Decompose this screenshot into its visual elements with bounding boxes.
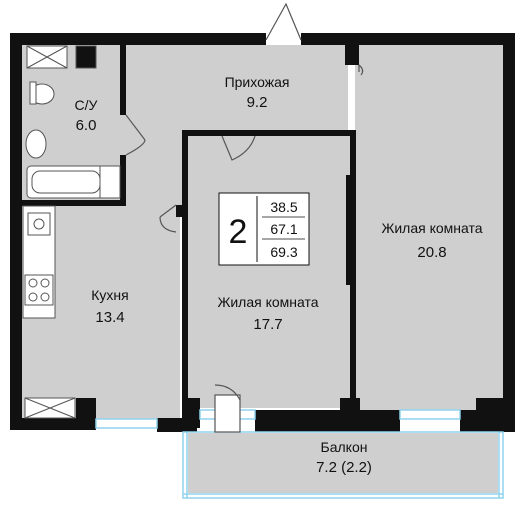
bathroom-door-swing xyxy=(125,114,146,156)
kitchen-door-swing xyxy=(159,204,177,233)
sink-icon xyxy=(25,129,47,159)
kitchen-area: 13.4 xyxy=(95,309,124,326)
room-count: 2 xyxy=(229,213,248,251)
floor-balcony-inner xyxy=(188,433,498,493)
doors xyxy=(125,2,364,433)
balcony-name: Балкон xyxy=(321,439,368,455)
bathroom-fixtures xyxy=(25,45,121,199)
hallway-name: Прихожая xyxy=(225,74,290,90)
floor-living-room-1 xyxy=(182,133,352,408)
living-room-1-name: Жилая комната xyxy=(217,294,318,310)
living-room-2-area: 20.8 xyxy=(417,244,446,261)
balcony-door-swing xyxy=(214,384,241,401)
window-living-2 xyxy=(399,409,461,420)
balcony-area: 7.2 (2.2) xyxy=(316,459,372,476)
kitchen-name: Кухня xyxy=(91,287,128,303)
living-room-2-name: Жилая комната xyxy=(381,220,482,236)
bathroom-area: 6.0 xyxy=(76,117,97,134)
entry-door-swing xyxy=(265,2,302,41)
living-room-1-area: 17.7 xyxy=(253,316,282,333)
floor-living-room-2 xyxy=(355,45,503,410)
kitchen-fixtures xyxy=(22,205,76,419)
hallway-area: 9.2 xyxy=(247,94,268,111)
area-summary-badge: 2 38.5 67.1 69.3 xyxy=(218,192,310,266)
walls xyxy=(10,33,515,432)
window-kitchen xyxy=(95,418,158,429)
living1-door-swing xyxy=(221,135,256,161)
room-labels: С/У 6.0 Прихожая 9.2 Кухня 13.4 Жилая ко… xyxy=(75,74,483,476)
total-area-with-balcony: 69.3 xyxy=(270,244,297,260)
stove-icon xyxy=(24,274,54,306)
living2-door-swing xyxy=(358,64,364,76)
living-area: 38.5 xyxy=(270,199,297,215)
washer-icon xyxy=(99,165,121,199)
entry-door xyxy=(266,33,301,45)
total-area: 67.1 xyxy=(270,221,297,237)
bathroom-name: С/У xyxy=(75,97,98,113)
bath-shaft-box xyxy=(75,45,97,69)
balcony-door xyxy=(214,394,241,433)
